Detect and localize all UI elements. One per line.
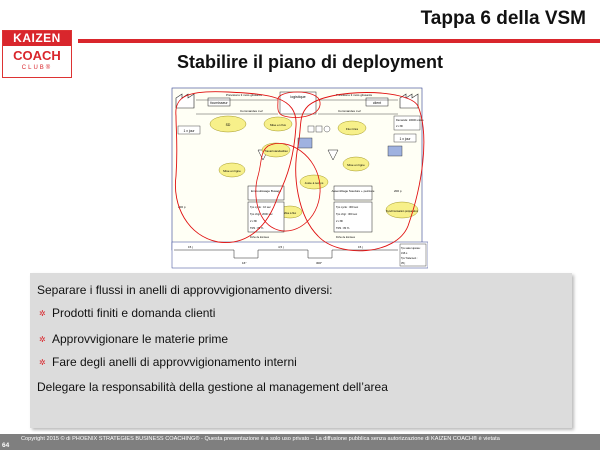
bullet-item-3: Fare degli anelli di approvvigionamento … (52, 355, 297, 369)
cycle-time-left: Tps cycle : 16 sec (250, 205, 271, 209)
timeline-wait-3: 15 j (358, 245, 363, 249)
logistics-label: logistique (290, 95, 305, 99)
svg-text:Mise à flux: Mise à flux (284, 211, 297, 215)
svg-text:SD: SD (226, 123, 231, 127)
shifts-right: 2 x 8h (336, 219, 344, 223)
loop-internal-outline (255, 143, 321, 232)
va-time-label: Tps valeur ajoutée : (401, 247, 422, 250)
demand-label: Demande: 10000 unités (396, 118, 424, 122)
supplier-factory-icon (175, 93, 195, 109)
timeline-va-2: 300" (316, 261, 322, 265)
data-sheet-right: Fiche de données (336, 236, 356, 239)
timeline-va-1: 16" (242, 261, 246, 265)
va-time-value: 316 s (401, 251, 408, 255)
kaizen-cloud-line-right: Mise en ligne (342, 156, 370, 172)
slide-subtitle: Stabilire il piano di deployment (176, 52, 444, 72)
client-label: client (373, 101, 381, 105)
kaizen-cloud-pull-flow: Flux tirés (337, 120, 367, 136)
data-sheet-left: Fiche de données (250, 236, 270, 239)
kaizen-cloud-sync: Synchronisation préparation (385, 201, 419, 219)
title-underline (78, 39, 600, 43)
kaizen-cloud-standard-work: Travail standardisé (261, 142, 291, 158)
changeover-right: Tps chgt : 300 sec (336, 212, 358, 216)
kaizen-cloud-sd: SD (209, 115, 247, 133)
lead-time-value: 35 j (401, 261, 406, 265)
timeline-wait-1: 15 j (188, 245, 193, 249)
bullet-icon: ✲ (39, 358, 46, 367)
bullet-item-2: Approvvigionare le materie prime (52, 332, 229, 346)
logo-line-kaizen: KAIZEN (3, 31, 71, 46)
stock-left-label: 200 p (178, 205, 186, 209)
lead-time-label: Tps Traitement : (401, 257, 418, 260)
bullet-icon: ✲ (39, 309, 46, 318)
process-left-label: Emboutissage Busage (251, 189, 281, 193)
supplier-label: fournisseur (210, 101, 228, 105)
copyright-text: Copyright 2015 © di PHOENIX STRATEGIES B… (21, 436, 500, 442)
kaizen-cloud-mise-en-flux: Mise en flux (263, 116, 293, 132)
shifts-left: 2 x 8h (250, 219, 258, 223)
svg-text:Flux tirés: Flux tirés (346, 127, 359, 131)
schedule-label: 1 x jour (183, 129, 195, 133)
stock-right-label: 200 p (394, 189, 402, 193)
oee-left: TRS : 85 % (250, 226, 264, 230)
svg-text:Mise en ligne: Mise en ligne (223, 169, 241, 173)
slide-title: Tappa 6 della VSM (420, 8, 586, 29)
svg-text:Synchronisation préparation: Synchronisation préparation (386, 209, 419, 213)
conclusion-text: Delegare la responsabilità della gestion… (37, 380, 388, 394)
orders-left-label: Commandes J+2 (240, 109, 263, 113)
timeline-wait-2: 4,5 j (278, 245, 284, 249)
vsm-diagram: fournisseur logistique client Prévisions… (171, 87, 428, 269)
bullet-item-1: Prodotti finiti e domanda clienti (52, 306, 216, 320)
oee-right: TRS : 80 % (336, 226, 350, 230)
logo-line-club: CLUB® (21, 65, 53, 71)
svg-text:Mise en ligne: Mise en ligne (347, 163, 365, 167)
orders-right-label: Commandes J+2 (338, 109, 361, 113)
loop-logistics-outline (277, 91, 321, 118)
cycle-time-right: Tps cycle : 300 sec (336, 205, 359, 209)
shifts-label: 2 x 8h (396, 124, 404, 128)
changeover-left: Tps chgt : 2000 sec (250, 212, 273, 216)
loop-right-outline (295, 92, 425, 252)
svg-text:Travail standardisé: Travail standardisé (264, 149, 288, 153)
bullet-icon: ✲ (39, 335, 46, 344)
process-right-label: Assemblage Soudure + peinture (332, 189, 375, 193)
forecast-left-label: Prévisions 3 mois glissants (226, 93, 263, 97)
logo-line-coach: COACH (13, 48, 61, 63)
kaizen-coach-logo: KAIZEN COACH CLUB® (2, 30, 72, 78)
schedule-right-label: 1 x jour (399, 137, 411, 141)
loop-left-outline (174, 91, 297, 243)
page-number: 64 (2, 442, 10, 449)
footer-bar: Copyright 2015 © di PHOENIX STRATEGIES B… (0, 434, 600, 450)
content-box: Separare i flussi in anelli di approvvig… (30, 273, 572, 428)
kaizen-cloud-just-in-time: Juste à temps (299, 174, 329, 190)
kaizen-cloud-line-left: Mise en ligne (218, 162, 246, 178)
svg-text:Juste à temps: Juste à temps (305, 181, 324, 185)
client-factory-icon (399, 93, 419, 109)
forecast-right-label: Prévisions 3 mois glissants (336, 93, 373, 97)
svg-text:Mise en flux: Mise en flux (270, 123, 287, 127)
intro-text: Separare i flussi in anelli di approvvig… (37, 283, 333, 297)
